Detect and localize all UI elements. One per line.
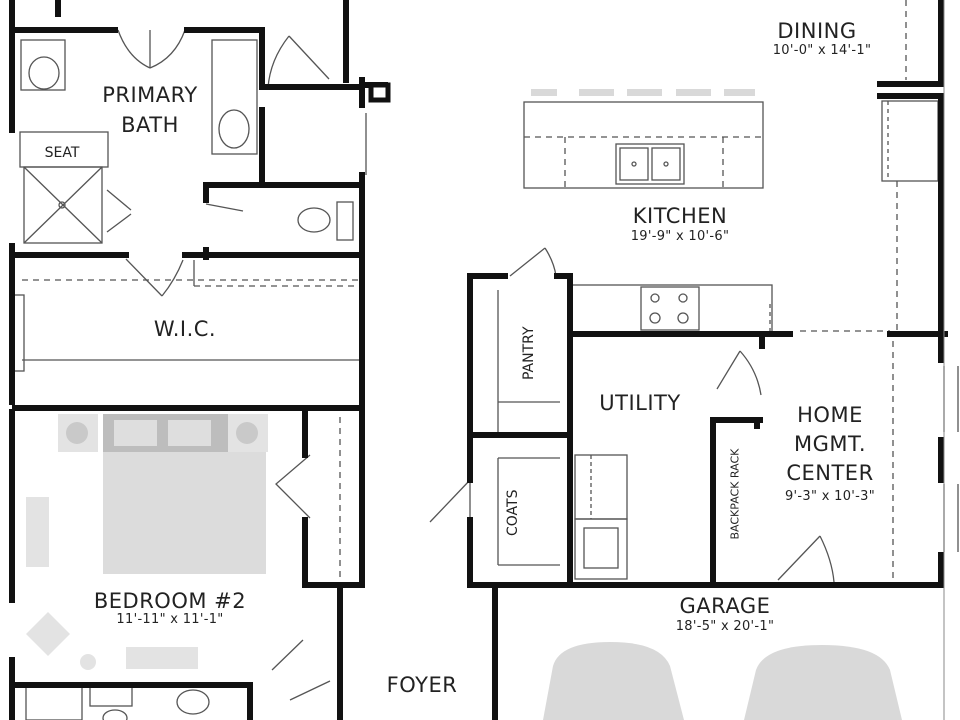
bench bbox=[126, 647, 198, 669]
car-right bbox=[744, 645, 902, 720]
home-mgmt-dims: 9'-3" x 10'-3" bbox=[784, 489, 875, 504]
home-mgmt-label-3: CENTER bbox=[786, 461, 874, 485]
wall-small-box bbox=[368, 82, 391, 103]
kitchen-dims: 19'-9" x 10'-6" bbox=[630, 229, 730, 244]
bedroom2-label: BEDROOM #2 bbox=[93, 589, 247, 613]
kitchen-island bbox=[523, 101, 764, 189]
dresser bbox=[26, 497, 49, 567]
home-mgmt-label-1: HOME bbox=[797, 403, 863, 427]
primary-bath-label-1: PRIMARY bbox=[102, 83, 198, 107]
dryer bbox=[574, 518, 628, 580]
backpack-rack-label: BACKPACK RACK bbox=[728, 448, 742, 540]
home-mgmt-label-2: MGMT. bbox=[793, 432, 867, 456]
bedroom2-dims: 11'-11" x 11'-1" bbox=[116, 612, 224, 627]
garage-label: GARAGE bbox=[679, 594, 771, 618]
kitchen-label: KITCHEN bbox=[632, 204, 728, 228]
garage-dims: 18'-5" x 20'-1" bbox=[675, 619, 775, 634]
dining-label: DINING bbox=[777, 19, 857, 43]
dining-dims: 10'-0" x 14'-1" bbox=[772, 43, 872, 58]
car-left bbox=[543, 642, 684, 720]
walls bbox=[9, 0, 948, 720]
pantry-label: PANTRY bbox=[521, 326, 537, 380]
wic-label: W.I.C. bbox=[153, 317, 217, 341]
chair bbox=[26, 612, 70, 656]
utility-label: UTILITY bbox=[599, 391, 681, 415]
range bbox=[640, 286, 700, 331]
primary-bath-label-2: BATH bbox=[121, 113, 179, 137]
washer bbox=[574, 454, 628, 520]
furniture bbox=[26, 89, 902, 720]
foyer-label: FOYER bbox=[386, 673, 458, 697]
coats-label: COATS bbox=[505, 489, 521, 536]
seat-label: SEAT bbox=[44, 145, 80, 161]
fixtures bbox=[11, 0, 959, 720]
